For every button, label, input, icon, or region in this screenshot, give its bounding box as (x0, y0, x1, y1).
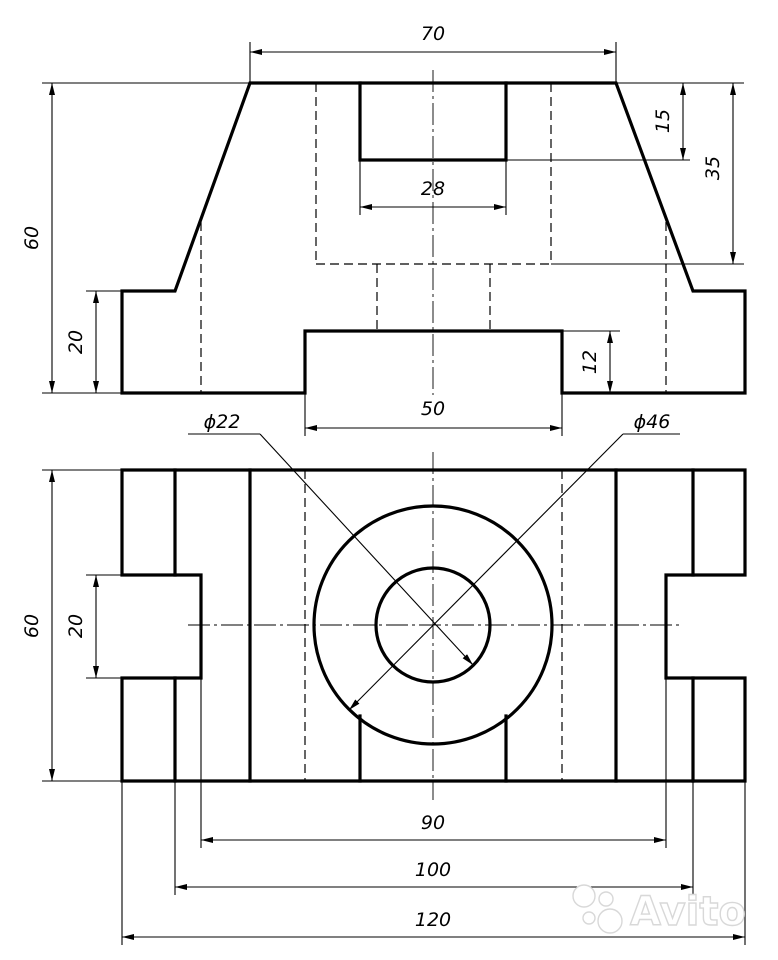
avito-watermark: Avito (572, 884, 747, 936)
front-view-extension-lines (42, 42, 745, 436)
dim-top-height-35: 35 (702, 156, 724, 180)
avito-logo-icon (572, 884, 623, 934)
dim-boss-height: 12 (579, 350, 601, 374)
front-view-top-slot (358, 81, 508, 162)
dim-total-height-plan: 60 (21, 614, 43, 638)
dim-boss-width: 50 (421, 398, 445, 420)
dim-width-90: 90 (421, 812, 445, 834)
dim-top-height-15: 15 (652, 109, 674, 133)
dim-width-120: 120 (415, 909, 451, 931)
front-view-dimension-lines (49, 49, 736, 431)
dim-hole-large-dia: ϕ46 (634, 411, 671, 433)
dim-slot-width: 28 (421, 178, 445, 200)
dim-total-height-front: 60 (21, 226, 43, 250)
front-view-outline (120, 81, 747, 395)
plan-view-diameter-leaders (188, 433, 680, 711)
plan-view-extension-lines (42, 469, 746, 945)
front-view-hidden-lines (200, 83, 667, 393)
front-view: 70 60 20 15 35 28 12 50 (21, 23, 747, 436)
dim-slot-height-plan: 20 (65, 614, 87, 638)
plan-view-hidden-lines (304, 470, 563, 781)
watermark-text: Avito (630, 889, 746, 935)
plan-view-dimension-lines (49, 470, 745, 940)
plan-view-visible-lines (173, 468, 695, 783)
plan-view: ϕ22 ϕ46 60 20 90 100 120 (21, 411, 747, 945)
dim-step-height-front: 20 (65, 330, 87, 354)
dim-hole-small-dia: ϕ22 (204, 411, 241, 433)
dim-width-100: 100 (415, 859, 451, 881)
dim-top-width: 70 (421, 23, 445, 45)
